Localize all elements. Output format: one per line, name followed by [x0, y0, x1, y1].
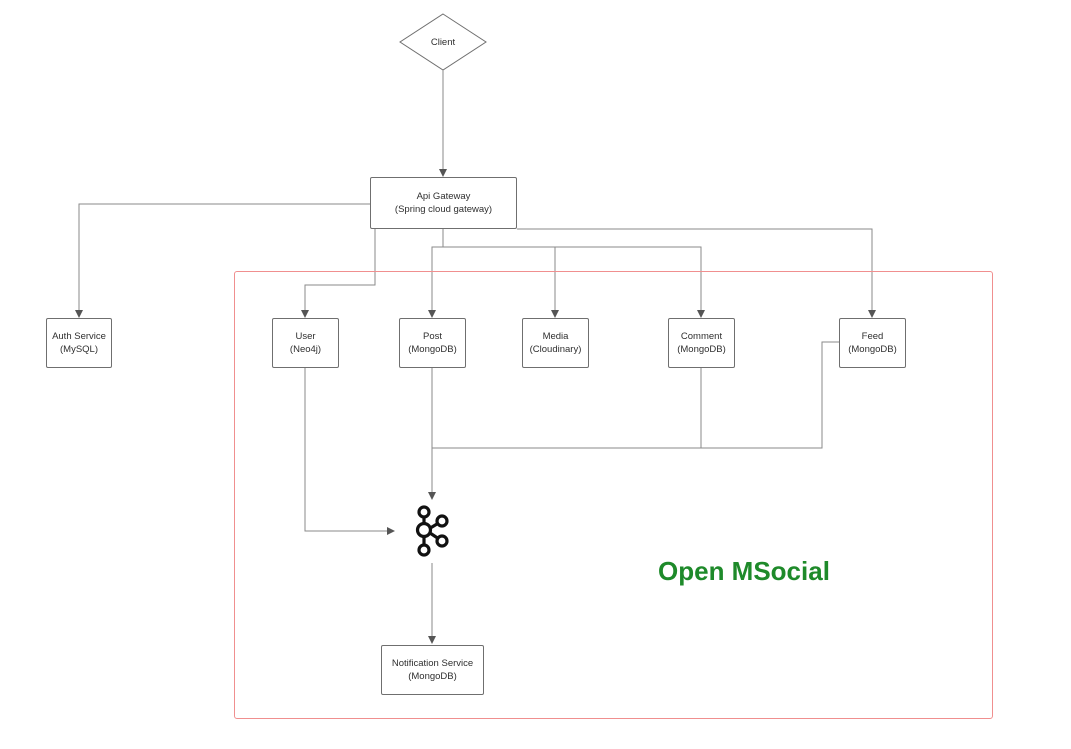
- api-gateway-name: Api Gateway: [416, 191, 471, 202]
- notification-service-node[interactable]: Notification Service (MongoDB): [381, 645, 484, 695]
- system-boundary: [234, 271, 993, 719]
- connector-gateway-auth: [75, 203, 370, 318]
- post-service-name: Post: [422, 331, 442, 342]
- media-service-detail: (Cloudinary): [529, 344, 582, 355]
- connector-user-broker: [304, 368, 395, 535]
- comment-service-detail: (MongoDB): [677, 344, 726, 355]
- connector-gateway-comment: [442, 229, 705, 318]
- auth-service-node[interactable]: Auth Service (MySQL): [46, 318, 112, 368]
- api-gateway-node[interactable]: Api Gateway (Spring cloud gateway): [370, 177, 517, 229]
- feed-service-detail: (MongoDB): [848, 344, 897, 355]
- comment-service-node[interactable]: Comment (MongoDB): [668, 318, 735, 368]
- connector-feed-broker: [701, 341, 839, 449]
- post-service-node[interactable]: Post (MongoDB): [399, 318, 466, 368]
- feed-service-name: Feed: [861, 331, 884, 342]
- api-gateway-detail: (Spring cloud gateway): [394, 204, 493, 215]
- comment-service-name: Comment: [680, 331, 723, 342]
- auth-service-name: Auth Service: [52, 331, 106, 342]
- kafka-icon[interactable]: [415, 505, 449, 557]
- media-service-node[interactable]: Media (Cloudinary): [522, 318, 589, 368]
- user-service-name: User: [295, 331, 316, 342]
- connector-gateway-user: [301, 229, 376, 318]
- notification-service-name: Notification Service: [391, 658, 474, 669]
- notification-service-detail: (MongoDB): [408, 671, 457, 682]
- feed-service-node[interactable]: Feed (MongoDB): [839, 318, 906, 368]
- auth-service-detail: (MySQL): [60, 344, 98, 355]
- media-service-name: Media: [542, 331, 569, 342]
- post-service-detail: (MongoDB): [408, 344, 457, 355]
- user-service-detail: (Neo4j): [289, 344, 322, 355]
- connector-gateway-feed: [517, 228, 876, 318]
- client-label: Client: [430, 36, 456, 48]
- user-service-node[interactable]: User (Neo4j): [272, 318, 339, 368]
- diagram-title: Open MSocial: [658, 556, 830, 586]
